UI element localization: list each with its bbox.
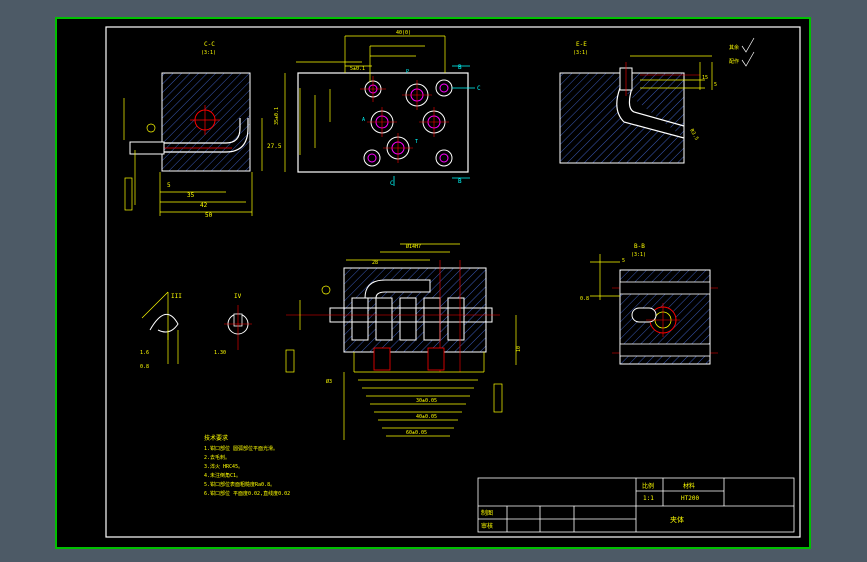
svg-text:40±0.05: 40±0.05 [416,414,437,420]
tb-drawn-label: 制图 [481,509,493,517]
note-line-3: 3.淬火 HRC45。 [204,463,243,470]
svg-text:R3.5: R3.5 [688,128,699,141]
note-line-4: 4.未注倒角C1。 [204,472,241,479]
mark-a: A [362,117,365,123]
mark-c: C [477,85,481,92]
sheet-inner-frame [105,26,801,538]
roughness-note-1: 其余 [729,44,739,51]
note-line-2: 2.去毛刺。 [204,454,230,461]
view-c-c-channel [130,118,241,144]
mark-p: P [406,69,409,75]
view-front-section: 30±0.05 40±0.05 60±0.05 Ø14H7 28 10 Ø3 [285,243,522,440]
tb-material-value: HT200 [681,495,699,502]
view-e-e-title: E-E [576,41,587,48]
tb-scale-value: 1:1 [643,495,654,502]
view-c-c: C-C (3:1) 50 42 35 5 27.5 [123,41,282,219]
roughness-note-2: 配作 [729,58,739,65]
mark-b-top: B [458,64,462,71]
detail-iv-title: IV [234,293,242,300]
dim-5: 5 [167,182,171,189]
b-dim-5: 5 [622,258,625,264]
dim-42: 42 [200,202,208,209]
technical-requirements: 技术要求 1.钳口部位 圆弧部位平面光滑。 2.去毛刺。 3.淬火 HRC45。… [204,434,290,497]
e-dim-15: 15 [702,75,708,81]
view-top-plan: 40(0) 35±0.1 5±0.1 C B B C P A T [274,30,481,187]
detail-dim-0-8: 0.8 [140,364,149,370]
front-dim-28: 28 [372,260,378,266]
view-e-e-channel [616,87,685,139]
dim-27-5: 27.5 [267,143,282,150]
view-b-b: B-B (3:1) 5 0.8 [580,243,718,365]
note-line-1: 1.钳口部位 圆弧部位平面光滑。 [204,445,278,452]
view-e-e-scale: (3:1) [573,50,588,56]
view-c-c-scale: (3:1) [201,50,216,56]
svg-text:1.30: 1.30 [214,350,226,356]
detail-dim-1-6: 1.6 [140,350,149,356]
view-b-b-title: B-B [634,243,645,250]
detail-iii-title: III [171,293,182,300]
view-b-b-scale: (3:1) [631,252,646,258]
tb-checked-label: 审核 [481,522,493,530]
mark-b: B [458,178,462,185]
front-dim-10: 10 [516,346,522,352]
view-c-c-title: C-C [204,41,215,48]
mark-t: T [415,139,418,145]
tb-scale-label: 比例 [642,482,654,490]
view-e-e: E-E (3:1) 15 5 R3.5 其余 配作 [559,37,755,164]
svg-text:Ø3: Ø3 [326,378,332,385]
plan-dim-left: 35±0.1 [274,107,280,125]
tb-part-name: 夹体 [670,515,684,524]
dim-35: 35 [187,192,195,199]
front-dim-ladder [299,243,517,440]
svg-text:Ø14H7: Ø14H7 [406,243,421,250]
svg-text:60±0.05: 60±0.05 [406,430,427,436]
detail-views: III 1.6 0.8 IV 1.30 [140,291,252,370]
notes-title: 技术要求 [204,434,228,442]
svg-text:5±0.1: 5±0.1 [350,66,365,72]
svg-text:30±0.05: 30±0.05 [416,398,437,404]
e-dim-5: 5 [714,82,717,88]
title-block [477,477,795,533]
mark-c-bottom: C [390,180,394,187]
plan-dim-top: 40(0) [396,30,411,36]
dim-50: 50 [205,212,213,219]
note-line-6: 6.钳口部位 平面度0.02,直线度0.02 [204,490,290,497]
svg-text:0.8: 0.8 [580,296,589,302]
note-line-5: 5.钳口部位表面粗糙度Ra0.8。 [204,481,275,488]
tb-material-label: 材料 [683,482,695,490]
